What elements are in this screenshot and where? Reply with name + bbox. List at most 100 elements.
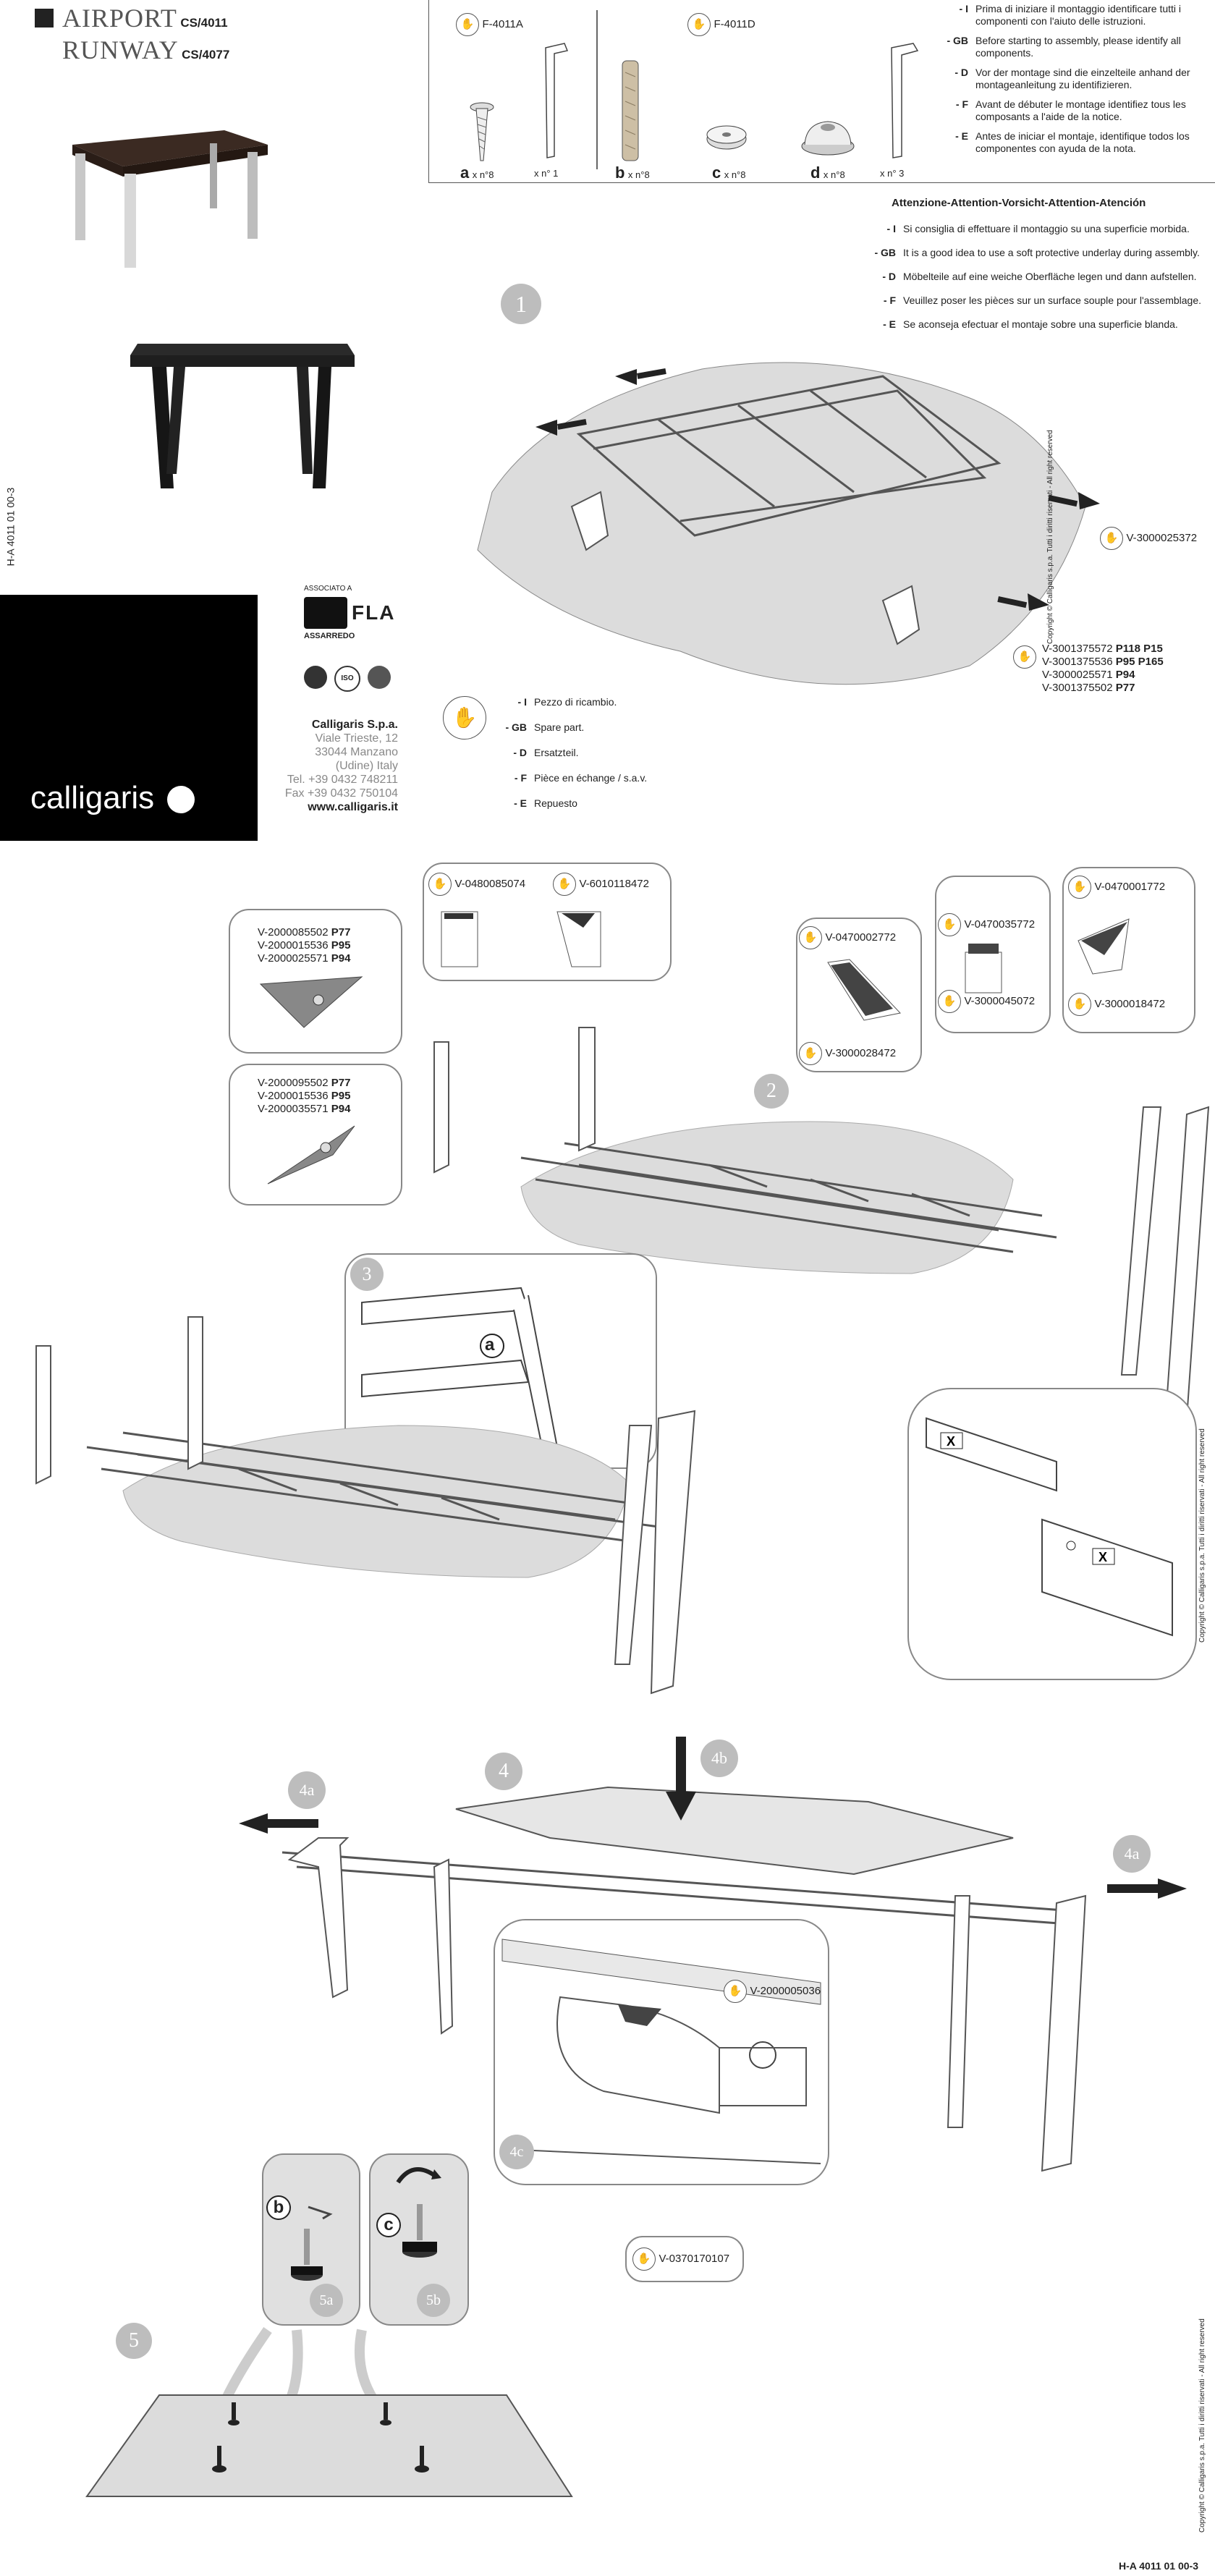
part-code: V-0470001772 xyxy=(1094,881,1166,894)
step-5b-label-c: c xyxy=(376,2213,401,2237)
part-qty: x n°8 xyxy=(724,169,746,180)
part-code: V-0470035772 xyxy=(964,918,1036,931)
spare-part-icon: ✋ xyxy=(687,13,711,36)
step4-hook-code: ✋ V-2000005036 xyxy=(724,1980,821,2003)
airport-table-photo xyxy=(72,130,268,268)
part-code-row: V-2000035571 P94 xyxy=(258,1103,351,1115)
part-letter: c xyxy=(712,164,721,182)
part-code-row: V-3001375536 P95 P165 xyxy=(1042,656,1164,668)
fax: Fax +39 0432 750104 xyxy=(284,787,398,800)
copyright-1: Copyright © Calligaris s.p.a. Tutti i di… xyxy=(1046,430,1054,644)
copyright-2: Copyright © Calligaris s.p.a. Tutti i di… xyxy=(1198,1428,1206,1643)
cap-wedge-icon xyxy=(827,959,901,1021)
website-link[interactable]: www.calligaris.it xyxy=(308,801,398,813)
part-a-qty: a x n°8 xyxy=(460,164,494,182)
step4-foot-code: ✋ V-0370170107 xyxy=(632,2247,729,2271)
spare-part-icon: ✋ xyxy=(938,913,961,936)
part-code-row: V-3001375572 P118 P15 xyxy=(1042,643,1163,655)
product-code: CS/4077 xyxy=(182,48,230,62)
svg-text:X: X xyxy=(1098,1550,1107,1564)
step-3-screw-detail xyxy=(361,1287,559,1452)
step1-code-list: ✋ V-3001375572 P118 P15 V-3001375536 P95… xyxy=(1013,643,1164,695)
allen-key-large-icon xyxy=(891,43,919,158)
part-letter: b xyxy=(615,164,625,182)
step-5-badge: 5 xyxy=(116,2323,152,2359)
spare-part-icon: ✋ xyxy=(456,13,479,36)
spare-part-icon: ✋ xyxy=(938,990,961,1013)
spare-part-icon: ✋ xyxy=(799,926,822,949)
leg-top-left-code: ✋ V-0480085074 xyxy=(428,873,525,896)
spare-part-icon: ✋ xyxy=(553,873,576,896)
copyright-3: Copyright © Calligaris s.p.a. Tutti i di… xyxy=(1198,2318,1206,2533)
step-3-badge: 3 xyxy=(350,1258,384,1291)
part-d-qty: d x n°8 xyxy=(810,164,845,182)
cap-mid-top-code: ✋ V-0470035772 xyxy=(938,913,1035,936)
spare-part-icon: ✋ xyxy=(1013,645,1036,669)
part-code-row: V-2000015536 P95 xyxy=(258,1090,351,1102)
address-line: (Udine) Italy xyxy=(335,760,398,772)
corner-plate-icon xyxy=(267,1125,355,1185)
doc-code-bottom: H-A 4011 01 00-3 xyxy=(1119,2560,1198,2572)
part-code-row: V-3000025571 P94 xyxy=(1042,669,1135,681)
allen-key-icon xyxy=(545,43,569,158)
part-code: V-0370170107 xyxy=(659,2253,730,2266)
cap-left-top-code: ✋ V-0470002772 xyxy=(799,926,896,949)
spare-part-icon: ✋ xyxy=(428,873,452,896)
foot-glide-icon xyxy=(801,121,855,156)
cap-mid-bottom-code: ✋ V-3000045072 xyxy=(938,990,1035,1013)
spare-part-icon: ✋ xyxy=(443,696,486,740)
part-code: V-3000025372 xyxy=(1126,532,1198,545)
iso-icon: ISO xyxy=(334,666,360,692)
step-5b-washer-icon xyxy=(396,2167,441,2258)
part-b-qty: b x n°8 xyxy=(615,164,650,182)
part-code-row: V-2000095502 P77 xyxy=(258,1077,351,1089)
part-code: V-0470002772 xyxy=(825,931,897,944)
step-5a-foot-icon xyxy=(291,2206,333,2281)
tel: Tel. +39 0432 748211 xyxy=(287,774,398,786)
leg-cap-illustration xyxy=(441,911,601,967)
fla-mark-icon xyxy=(304,597,347,629)
corner-plate-icon xyxy=(259,976,363,1028)
brand-panel xyxy=(0,595,258,841)
certification-logos: ISO xyxy=(304,666,391,692)
plate-box-2 xyxy=(229,1064,402,1206)
spare-part-icon: ✋ xyxy=(1068,876,1091,899)
brand-logo: calligaris xyxy=(30,780,195,816)
part-code: V-0480085074 xyxy=(454,878,526,891)
step-2-badge: 2 xyxy=(754,1074,789,1109)
fla-logo: ASSOCIATO A FLA ASSARREDO xyxy=(304,585,398,640)
step1-frame-code: ✋ V-3000025372 xyxy=(1100,527,1197,550)
plate-1-codes: V-2000085502 P77 V-2000015536 P95 V-2000… xyxy=(258,926,350,965)
kit-a-code: F-4011A xyxy=(482,18,523,31)
product-code: CS/4011 xyxy=(180,16,228,30)
spare-part-icon: ✋ xyxy=(632,2247,656,2271)
company-name: Calligaris S.p.a. xyxy=(311,719,398,731)
step-5b-badge: 5b xyxy=(417,2284,450,2317)
brand-name: calligaris xyxy=(30,780,155,815)
part-code-row: V-3001375502 P77 xyxy=(1042,682,1135,694)
step-5a-badge: 5a xyxy=(310,2284,343,2317)
spare-part-icon: ✋ xyxy=(1100,527,1123,550)
address-line: Viale Trieste, 12 xyxy=(315,732,398,745)
kit-d-label: ✋ F-4011D xyxy=(687,13,755,36)
screw-icon xyxy=(470,102,494,161)
spare-part-icon: ✋ xyxy=(724,1980,747,2003)
part-code: V-3000018472 xyxy=(1094,998,1166,1011)
product-name: AIRPORT xyxy=(62,4,177,33)
hole-detail-illustration: X X xyxy=(926,1417,1173,1637)
assarredo-label: ASSARREDO xyxy=(304,632,355,640)
fla-text: FLA xyxy=(352,601,396,624)
cap-left-bottom-code: ✋ V-3000028472 xyxy=(799,1042,896,1065)
assoc-label: ASSOCIATO A xyxy=(304,585,352,593)
